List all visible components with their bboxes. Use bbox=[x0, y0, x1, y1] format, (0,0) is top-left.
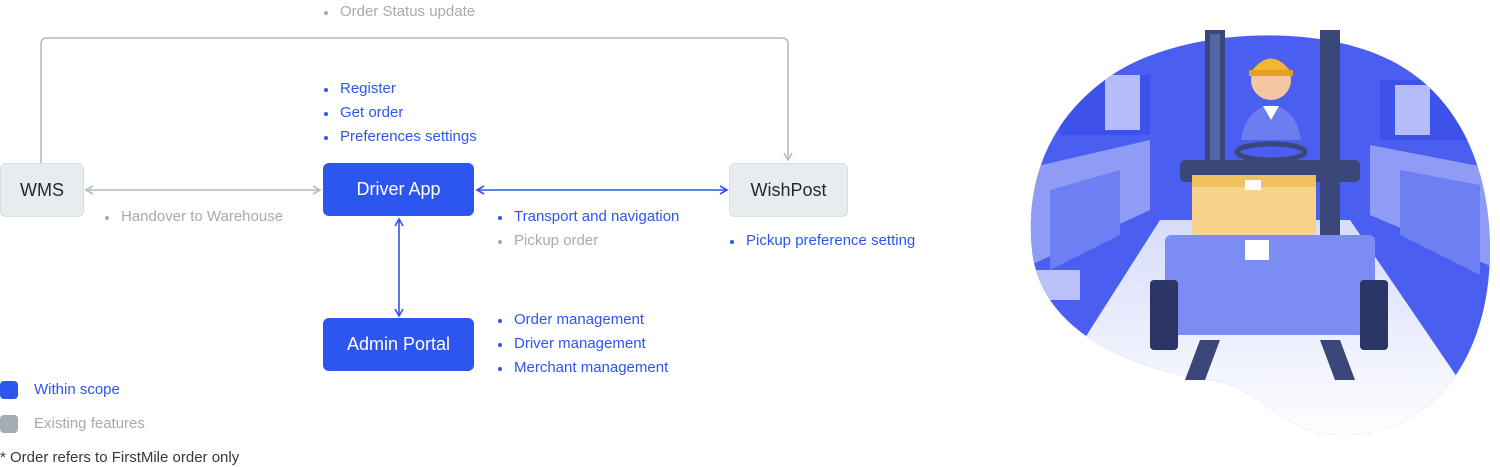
legend-label-existing: Existing features bbox=[34, 415, 145, 432]
admin-feature-list: Order management Driver management Merch… bbox=[496, 308, 668, 380]
legend-swatch-existing bbox=[0, 415, 18, 433]
driver-app-label: Driver App bbox=[356, 179, 441, 199]
forklift-illustration bbox=[1030, 30, 1490, 436]
driver-app-node: Driver App bbox=[323, 163, 474, 216]
wms-node: WMS bbox=[0, 163, 84, 217]
pickup-order-item: Pickup order bbox=[496, 229, 679, 253]
admin-portal-label: Admin Portal bbox=[346, 334, 451, 354]
handover-item: Handover to Warehouse bbox=[103, 205, 283, 229]
transport-navigation-item: Transport and navigation bbox=[496, 205, 679, 229]
wms-label: WMS bbox=[20, 179, 64, 200]
legend-swatch-scope bbox=[0, 381, 18, 399]
wishpost-node: WishPost bbox=[729, 163, 848, 217]
wishpost-label: WishPost bbox=[750, 179, 827, 200]
connector-layer bbox=[40, 37, 793, 318]
footnote: * Order refers to FirstMile order only bbox=[0, 449, 240, 466]
wms-link-list: Handover to Warehouse bbox=[103, 205, 283, 229]
order-status-item: Order Status update bbox=[322, 0, 475, 24]
feature-get-order: Get order bbox=[322, 101, 477, 125]
wishpost-link-list: Transport and navigation Pickup order bbox=[496, 205, 679, 253]
merchant-management-item: Merchant management bbox=[496, 356, 668, 380]
order-status-connector bbox=[40, 37, 793, 163]
pickup-preference-item: Pickup preference setting bbox=[728, 229, 915, 253]
order-status-note: Order Status update bbox=[322, 0, 475, 24]
driver-app-feature-list: Register Get order Preferences settings bbox=[322, 77, 477, 149]
admin-portal-node: Admin Portal bbox=[323, 318, 474, 371]
feature-preferences: Preferences settings bbox=[322, 125, 477, 149]
legend-label-scope: Within scope bbox=[34, 381, 120, 398]
feature-register: Register bbox=[322, 77, 477, 101]
driver-management-item: Driver management bbox=[496, 332, 668, 356]
wishpost-feature-list: Pickup preference setting bbox=[728, 229, 915, 253]
order-management-item: Order management bbox=[496, 308, 668, 332]
